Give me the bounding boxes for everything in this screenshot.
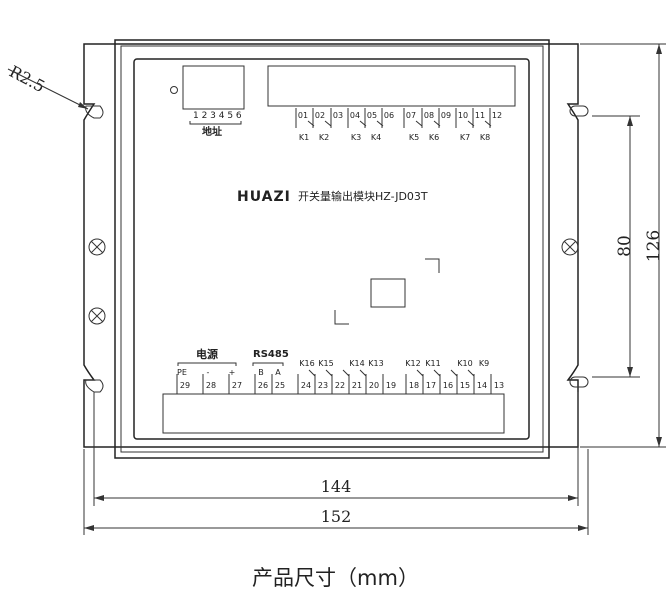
- terminal-number: 07: [406, 111, 416, 120]
- terminal-number: 22: [335, 381, 345, 390]
- width-dimension-144: 144: [93, 392, 579, 506]
- module-inner-frame: [120, 45, 544, 453]
- relay-label: K11: [425, 359, 440, 368]
- rs485-pin-label: A: [275, 368, 281, 377]
- relay-label: K7: [460, 133, 470, 142]
- terminal-number: 04: [350, 111, 360, 120]
- bottom-terminal-numbers: 29 28 27 26 25 24 23 22 21 20 19 18 17 16 15 14 13: [176, 369, 504, 394]
- screw-icon: [88, 238, 106, 256]
- corner-mark: [334, 310, 349, 325]
- power-pin-label: -: [207, 368, 210, 377]
- address-label: 地址: [202, 125, 222, 138]
- relay-label: K2: [319, 133, 329, 142]
- brand-logo: HUAZI: [237, 189, 291, 205]
- svg-text:126: 126: [644, 230, 664, 262]
- rs485-label: RS485: [253, 349, 289, 360]
- relay-label: K16: [299, 359, 314, 368]
- screw-icon: [88, 307, 106, 325]
- terminal-number: 23: [318, 381, 328, 390]
- terminal-number: 24: [301, 381, 311, 390]
- terminal-number: 15: [460, 381, 470, 390]
- terminal-number: 27: [232, 381, 242, 390]
- corner-mark: [425, 258, 440, 273]
- terminal-number: 16: [443, 381, 453, 390]
- center-chip: [370, 278, 406, 308]
- mounting-slots: [85, 105, 589, 393]
- bottom-pin-labels: PE - + B A: [177, 368, 281, 377]
- svg-text:144: 144: [321, 477, 352, 496]
- caption: 产品尺寸（mm）: [252, 566, 419, 590]
- relay-label: K9: [479, 359, 489, 368]
- relay-label: K12: [405, 359, 420, 368]
- terminal-number: 09: [441, 111, 451, 120]
- top-relay-labels: K1 K2 K3 K4 K5 K6 K7 K8: [299, 133, 490, 142]
- power-pin-label: PE: [177, 368, 187, 377]
- terminal-number: 21: [352, 381, 362, 390]
- height-dimension-126: 126: [580, 43, 666, 448]
- terminal-number: 03: [333, 111, 343, 120]
- terminal-number: 12: [492, 111, 502, 120]
- terminal-number: 29: [180, 381, 190, 390]
- terminal-number: 01: [298, 111, 308, 120]
- power-label: 电源: [196, 347, 218, 361]
- relay-label: K13: [368, 359, 383, 368]
- bottom-relay-labels: K16 K15 K14 K13 K12 K11 K10 K9: [299, 359, 489, 368]
- relay-label: K5: [409, 133, 419, 142]
- rs485-pin-label: B: [258, 368, 264, 377]
- terminal-number: 28: [206, 381, 216, 390]
- height-dimension-80: 80: [592, 115, 640, 378]
- terminal-number: 11: [475, 111, 485, 120]
- terminal-number: 14: [477, 381, 487, 390]
- bottom-terminal-block: [162, 393, 505, 434]
- relay-label: K8: [480, 133, 490, 142]
- relay-label: K3: [351, 133, 361, 142]
- svg-text:152: 152: [321, 507, 352, 526]
- terminal-number: 17: [426, 381, 436, 390]
- terminal-number: 26: [258, 381, 268, 390]
- width-dimension-152: 152: [83, 449, 589, 535]
- svg-text:80: 80: [615, 235, 635, 257]
- address-pins: 1 2 3 4 5 6: [193, 111, 242, 121]
- terminal-number: 10: [458, 111, 468, 120]
- status-led: [170, 86, 178, 94]
- terminal-number: 25: [275, 381, 285, 390]
- terminal-number: 05: [367, 111, 377, 120]
- terminal-number: 06: [384, 111, 394, 120]
- relay-label: K4: [371, 133, 381, 142]
- relay-label: K10: [457, 359, 472, 368]
- module-name: 开关量输出模块HZ-JD03T: [298, 189, 428, 203]
- terminal-number: 20: [369, 381, 379, 390]
- module-housing: [114, 39, 550, 459]
- terminal-number: 13: [494, 381, 504, 390]
- screw-icon: [561, 238, 579, 256]
- top-terminal-numbers: 01 02 03 04 05 06 07 08 09 10 11 12: [295, 108, 502, 128]
- relay-label: K15: [318, 359, 333, 368]
- module-front-panel: [133, 58, 530, 440]
- top-terminal-block: [267, 65, 516, 107]
- relay-label: K14: [349, 359, 364, 368]
- terminal-number: 19: [386, 381, 396, 390]
- relay-label: K6: [429, 133, 439, 142]
- terminal-number: 08: [424, 111, 434, 120]
- relay-label: K1: [299, 133, 309, 142]
- terminal-number: 02: [315, 111, 325, 120]
- terminal-number: 18: [409, 381, 419, 390]
- power-pin-label: +: [229, 368, 236, 377]
- address-dip-switch: [182, 65, 245, 110]
